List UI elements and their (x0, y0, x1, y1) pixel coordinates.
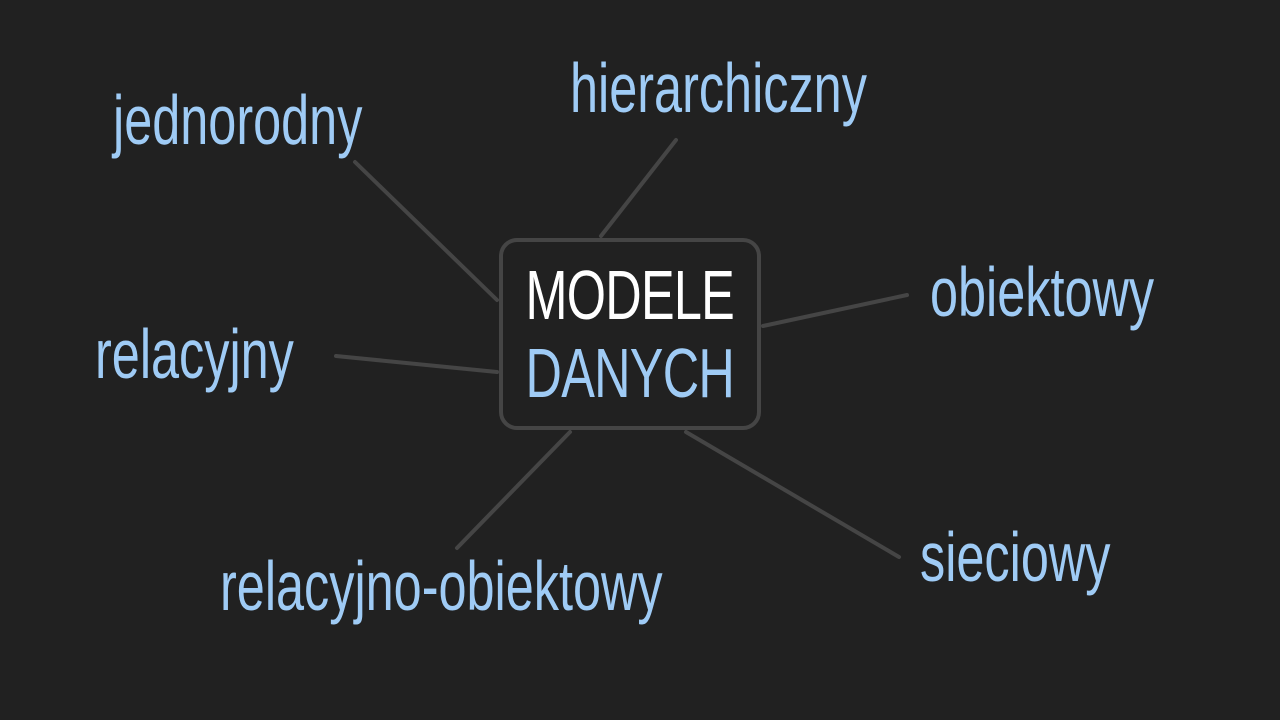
connector-hierarchiczny (599, 138, 678, 238)
node-jednorodny: jednorodny (113, 81, 363, 159)
connector-obiektowy (761, 293, 909, 328)
connector-relacyjny (334, 354, 499, 374)
node-hierarchiczny: hierarchiczny (570, 49, 867, 127)
node-relacyjno-obiektowy: relacyjno-obiektowy (220, 547, 663, 625)
connector-sieciowy (684, 430, 901, 559)
central-node: MODELE DANYCH (499, 238, 761, 430)
connector-relacyjno-obiektowy (455, 430, 572, 550)
connector-jednorodny (353, 160, 499, 302)
node-sieciowy: sieciowy (920, 518, 1111, 596)
central-node-subtitle: DANYCH (525, 334, 735, 412)
central-node-title: MODELE (525, 256, 735, 334)
node-obiektowy: obiektowy (930, 253, 1155, 331)
node-relacyjny: relacyjny (95, 315, 294, 393)
